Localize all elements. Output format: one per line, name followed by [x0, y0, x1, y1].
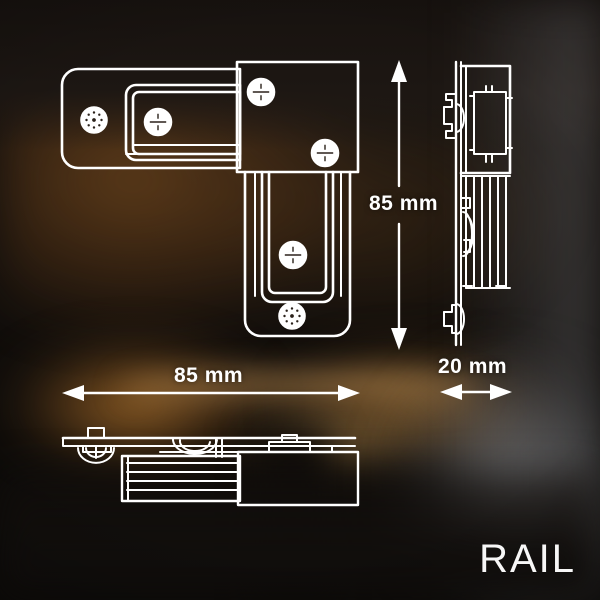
- dimension-arrow-horizontal: [62, 385, 360, 401]
- dimension-arrow-depth: [440, 384, 512, 400]
- dimension-label-width: 85 mm: [174, 364, 244, 387]
- front-view-fasteners: [80, 77, 340, 330]
- background-floor-blur: [0, 470, 600, 600]
- side-view-outline: [443, 60, 513, 347]
- dimension-label-depth: 20 mm: [438, 355, 508, 378]
- front-view-outline: [60, 60, 360, 338]
- dimension-label-height: 85 mm: [369, 192, 439, 215]
- brand-logo: RAIL: [479, 537, 576, 581]
- dimension-arrow-vertical: [391, 60, 407, 350]
- bottom-view-outline: [61, 427, 360, 507]
